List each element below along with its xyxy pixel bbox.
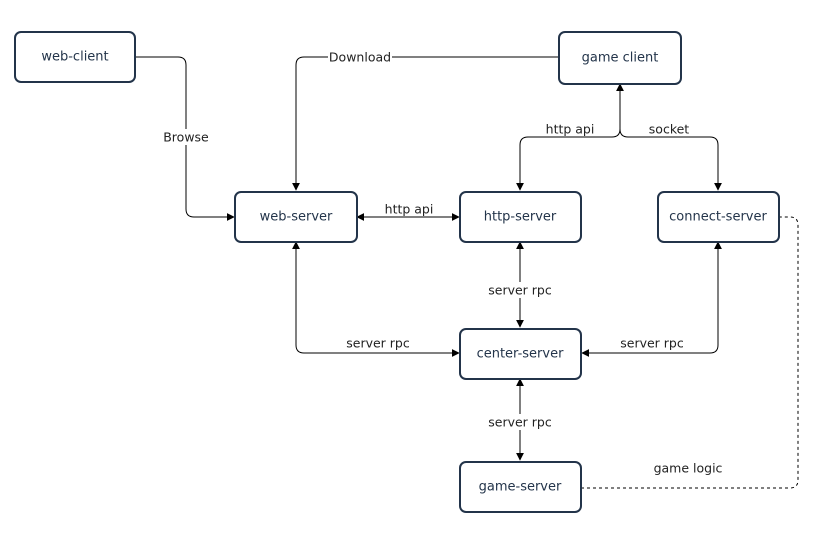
node-web-client[interactable]: web-client [14, 31, 136, 83]
edge-server-rpc-web-center [292, 241, 460, 357]
edge-label-http-api-client: http api [546, 122, 595, 137]
edge-socket [619, 128, 722, 191]
node-label-game-client: game client [582, 51, 659, 66]
node-label-web-client: web-client [41, 50, 108, 65]
node-center-server[interactable]: center-server [459, 328, 582, 380]
node-game-client[interactable]: game client [558, 31, 682, 85]
node-label-game-server: game-server [479, 480, 562, 495]
edge-label-browse: Browse [163, 130, 209, 145]
edge-label-server-rpc-connect-center: server rpc [620, 336, 684, 351]
edge-download [292, 56, 559, 191]
node-connect-server[interactable]: connect-server [657, 191, 780, 243]
node-label-web-server: web-server [260, 210, 333, 225]
edge-http-api-client [516, 83, 624, 191]
node-label-connect-server: connect-server [669, 210, 767, 225]
edges-layer [135, 56, 799, 489]
edge-label-server-rpc-center-game: server rpc [488, 415, 552, 430]
node-web-server[interactable]: web-server [234, 191, 358, 243]
edge-labels-layer: Download Browse http api socket http api… [161, 49, 723, 476]
edge-server-rpc-connect-center [581, 241, 722, 357]
node-game-server[interactable]: game-server [459, 461, 582, 513]
node-label-http-server: http-server [484, 210, 557, 225]
edge-label-socket: socket [649, 122, 690, 137]
edge-game-logic [581, 216, 799, 489]
edge-label-server-rpc-http-center: server rpc [488, 283, 552, 298]
node-http-server[interactable]: http-server [459, 191, 582, 243]
edge-label-game-logic: game logic [654, 461, 723, 476]
edge-label-download: Download [329, 50, 391, 65]
edge-label-server-rpc-web-center: server rpc [346, 336, 410, 351]
edge-label-http-api-web: http api [385, 202, 434, 217]
node-label-center-server: center-server [477, 347, 564, 362]
nodes-layer: web-client game client web-server http-s… [14, 31, 780, 513]
